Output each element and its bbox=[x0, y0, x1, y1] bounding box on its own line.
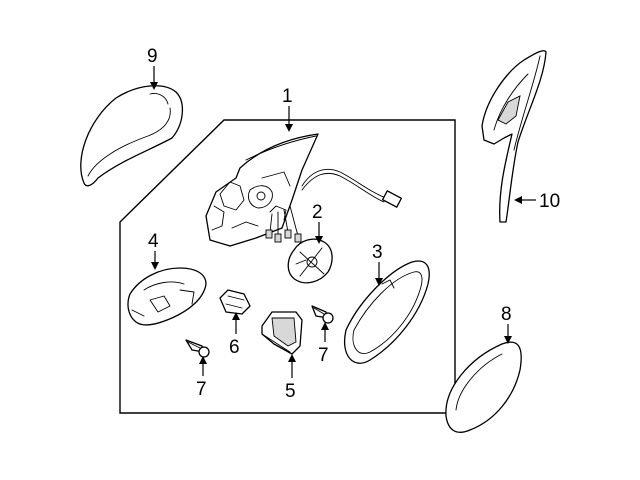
callout-4: 4 bbox=[148, 231, 159, 252]
callout-2: 2 bbox=[312, 202, 323, 223]
mirror-assembly-part bbox=[205, 133, 403, 247]
outer-glass-part bbox=[445, 341, 522, 433]
callout-6: 6 bbox=[229, 337, 240, 358]
callout-1: 1 bbox=[282, 86, 293, 107]
leader-lines bbox=[150, 66, 536, 378]
mirror-actuator-part bbox=[287, 238, 333, 284]
callout-5: 5 bbox=[285, 381, 296, 402]
bulb-part bbox=[219, 289, 251, 315]
callout-9: 9 bbox=[147, 46, 158, 67]
screw-part-right bbox=[311, 305, 334, 324]
callout-3: 3 bbox=[372, 242, 383, 263]
assembly-frame bbox=[119, 119, 456, 414]
callout-10: 10 bbox=[539, 191, 560, 212]
screw-part-left bbox=[185, 339, 210, 358]
callout-7-left: 7 bbox=[196, 379, 207, 400]
signal-bracket-part bbox=[127, 267, 207, 326]
callout-7-right: 7 bbox=[318, 345, 329, 366]
lamp-lens-part bbox=[261, 311, 303, 355]
mirror-glass-part bbox=[344, 260, 430, 364]
mirror-cover-part bbox=[80, 85, 183, 187]
callout-8: 8 bbox=[501, 304, 512, 325]
door-trim-part bbox=[481, 50, 547, 223]
